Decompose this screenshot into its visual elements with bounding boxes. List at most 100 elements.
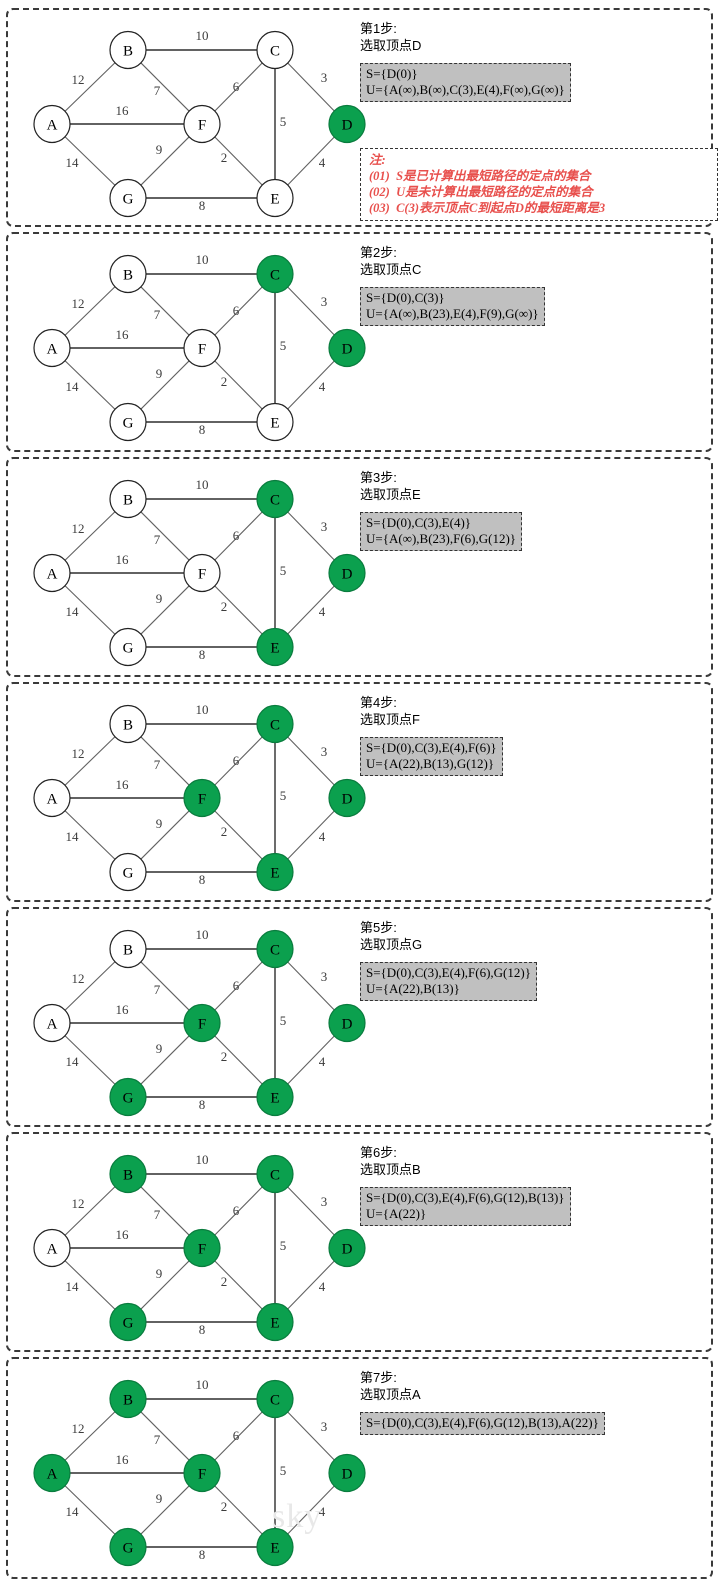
graph-node-F: F	[183, 553, 221, 593]
note-heading: 注:	[369, 153, 386, 167]
graph-node-F: F	[183, 1453, 221, 1493]
step-heading: 第4步:	[360, 695, 397, 710]
edge-weight-GE: 8	[199, 422, 206, 437]
step-title-5: 第5步:选取顶点G	[360, 919, 719, 953]
edge-weight-AG: 14	[66, 604, 80, 619]
edge-weight-CF: 6	[233, 303, 240, 318]
graph-edge-AG	[64, 1485, 116, 1535]
edge-weight-CE: 5	[280, 563, 287, 578]
graph-node-C: C	[256, 30, 294, 70]
graph-edge-AB	[64, 62, 116, 112]
edge-weight-FE: 2	[221, 1274, 228, 1289]
edge-weight-FE: 2	[221, 824, 228, 839]
step-subheading: 选取顶点B	[360, 1162, 421, 1177]
graph-node-C: C	[256, 1379, 294, 1419]
set-box-step-2: S={D(0),C(3)}U={A(∞),B(23),E(4),F(9),G(∞…	[360, 287, 545, 326]
edge-weight-AG: 14	[66, 379, 80, 394]
graph-node-G: G	[109, 1077, 147, 1117]
svg-text:A: A	[47, 342, 58, 358]
edge-weight-CE: 5	[280, 1238, 287, 1253]
svg-text:G: G	[123, 1091, 134, 1107]
graph-node-E: E	[256, 1527, 294, 1567]
set-u-line: U={A(22),B(13)}	[366, 981, 460, 996]
graph-edge-DE	[287, 1260, 335, 1310]
svg-text:B: B	[123, 493, 133, 509]
graph-edge-AB	[64, 511, 116, 561]
edge-weight-CD: 3	[321, 1419, 328, 1434]
edge-weight-BF: 7	[154, 83, 161, 98]
svg-text:B: B	[123, 718, 133, 734]
graph-node-F: F	[183, 1228, 221, 1268]
svg-text:D: D	[342, 567, 353, 583]
step-info-2: 第2步: 选取顶点C S={D(0),C(3)}U={A(∞),B(23),E(4)…	[360, 244, 719, 326]
edge-weight-FE: 2	[221, 599, 228, 614]
graph-edge-CF	[214, 1186, 263, 1236]
graph-edge-FG	[140, 810, 190, 860]
edge-weight-GE: 8	[199, 647, 206, 662]
edge-weight-AF: 16	[116, 777, 130, 792]
edge-weight-AB: 12	[72, 1196, 85, 1211]
step-title-7: 第7步:选取顶点A	[360, 1369, 719, 1403]
svg-text:D: D	[342, 1242, 353, 1258]
edge-weight-DE: 4	[319, 604, 326, 619]
graph-edge-FG	[140, 136, 190, 186]
edge-weight-FE: 2	[221, 1499, 228, 1514]
graph-node-F: F	[183, 778, 221, 818]
edge-weight-CE: 5	[280, 114, 287, 129]
svg-text:F: F	[198, 792, 206, 808]
graph-node-E: E	[256, 627, 294, 667]
svg-text:F: F	[198, 342, 206, 358]
edge-weight-DE: 4	[319, 1279, 326, 1294]
edge-weight-AG: 14	[66, 1054, 80, 1069]
graph-node-G: G	[109, 852, 147, 892]
edge-weight-CD: 3	[321, 294, 328, 309]
svg-text:B: B	[123, 1393, 133, 1409]
step-heading: 第3步:	[360, 470, 397, 485]
set-s-line: S={D(0),C(3),E(4),F(6),G(12),B(13)}	[366, 1190, 565, 1205]
graph-node-F: F	[183, 104, 221, 144]
svg-text:B: B	[123, 268, 133, 284]
svg-text:C: C	[270, 44, 280, 60]
svg-text:G: G	[123, 866, 134, 882]
set-u-line: U={A(22),B(13),G(12)}	[366, 756, 495, 771]
step-subheading: 选取顶点D	[360, 38, 422, 53]
svg-text:C: C	[270, 1168, 280, 1184]
step-subheading: 选取顶点A	[360, 1387, 421, 1402]
graph-node-C: C	[256, 479, 294, 519]
edge-weight-AF: 16	[116, 1452, 130, 1467]
edge-weight-GE: 8	[199, 872, 206, 887]
graph-edge-BF	[140, 286, 190, 336]
svg-text:G: G	[123, 641, 134, 657]
edge-weight-GE: 8	[199, 1097, 206, 1112]
graph-edge-FG	[140, 1035, 190, 1085]
edge-weight-CF: 6	[233, 1428, 240, 1443]
svg-text:D: D	[342, 118, 353, 134]
svg-text:G: G	[123, 1541, 134, 1557]
note-line-2: (02) U是未计算出最短路径的定点的集合	[369, 185, 593, 199]
graph-edge-CF	[214, 62, 263, 112]
step-heading: 第2步:	[360, 245, 397, 260]
graph-edge-CF	[214, 511, 263, 561]
set-s-line: S={D(0),C(3),E(4),F(6),G(12)}	[366, 965, 531, 980]
graph-edge-CD	[287, 961, 335, 1011]
graph-edge-CF	[214, 286, 263, 336]
graph-node-B: B	[109, 929, 147, 969]
svg-text:G: G	[123, 416, 134, 432]
graph-node-D: D	[328, 104, 366, 144]
edge-weight-FG: 9	[156, 142, 163, 157]
graph-edge-FE	[214, 136, 263, 186]
edge-weight-BC: 10	[196, 28, 209, 43]
legend-note-box: 注:(01) S是已计算出最短路径的定点的集合(02) U是未计算出最短路径的定…	[360, 148, 718, 221]
step-subheading: 选取顶点C	[360, 262, 422, 277]
edge-weight-AG: 14	[66, 155, 80, 170]
edge-weight-CE: 5	[280, 338, 287, 353]
step-subheading: 选取顶点F	[360, 712, 420, 727]
graph-node-B: B	[109, 254, 147, 294]
edge-weight-CF: 6	[233, 1203, 240, 1218]
set-u-line: U={A(∞),B(∞),C(3),E(4),F(∞),G(∞)}	[366, 82, 565, 97]
edge-weight-CF: 6	[233, 978, 240, 993]
